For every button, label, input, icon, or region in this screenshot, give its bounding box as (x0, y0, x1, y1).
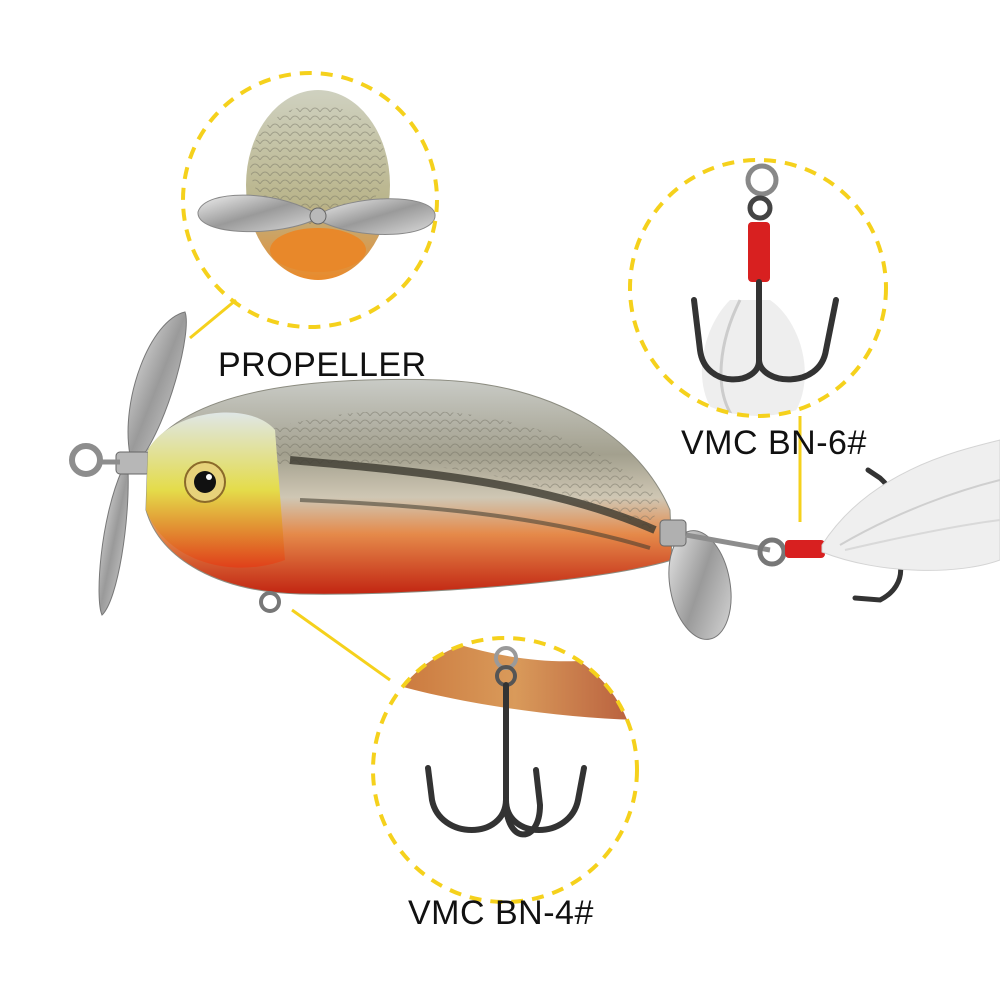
propeller-closeup (181, 71, 439, 329)
lure (69, 311, 1000, 640)
spinner-blade-icon (659, 519, 732, 640)
callout-leader-lines (189, 298, 802, 682)
propeller-label: PROPELLER (218, 346, 427, 384)
belly-hook-closeup (371, 636, 639, 904)
treble-hook-icon (691, 279, 839, 383)
feather-tail-icon (821, 439, 1000, 571)
propeller-icon (98, 311, 187, 616)
belly-hook-label: VMC BN-4# (408, 894, 594, 932)
rear-hook-label: VMC BN-6# (681, 424, 867, 462)
treble-hook-icon (425, 682, 587, 838)
propeller-icon (197, 194, 436, 235)
rear-hook-closeup (628, 158, 888, 418)
